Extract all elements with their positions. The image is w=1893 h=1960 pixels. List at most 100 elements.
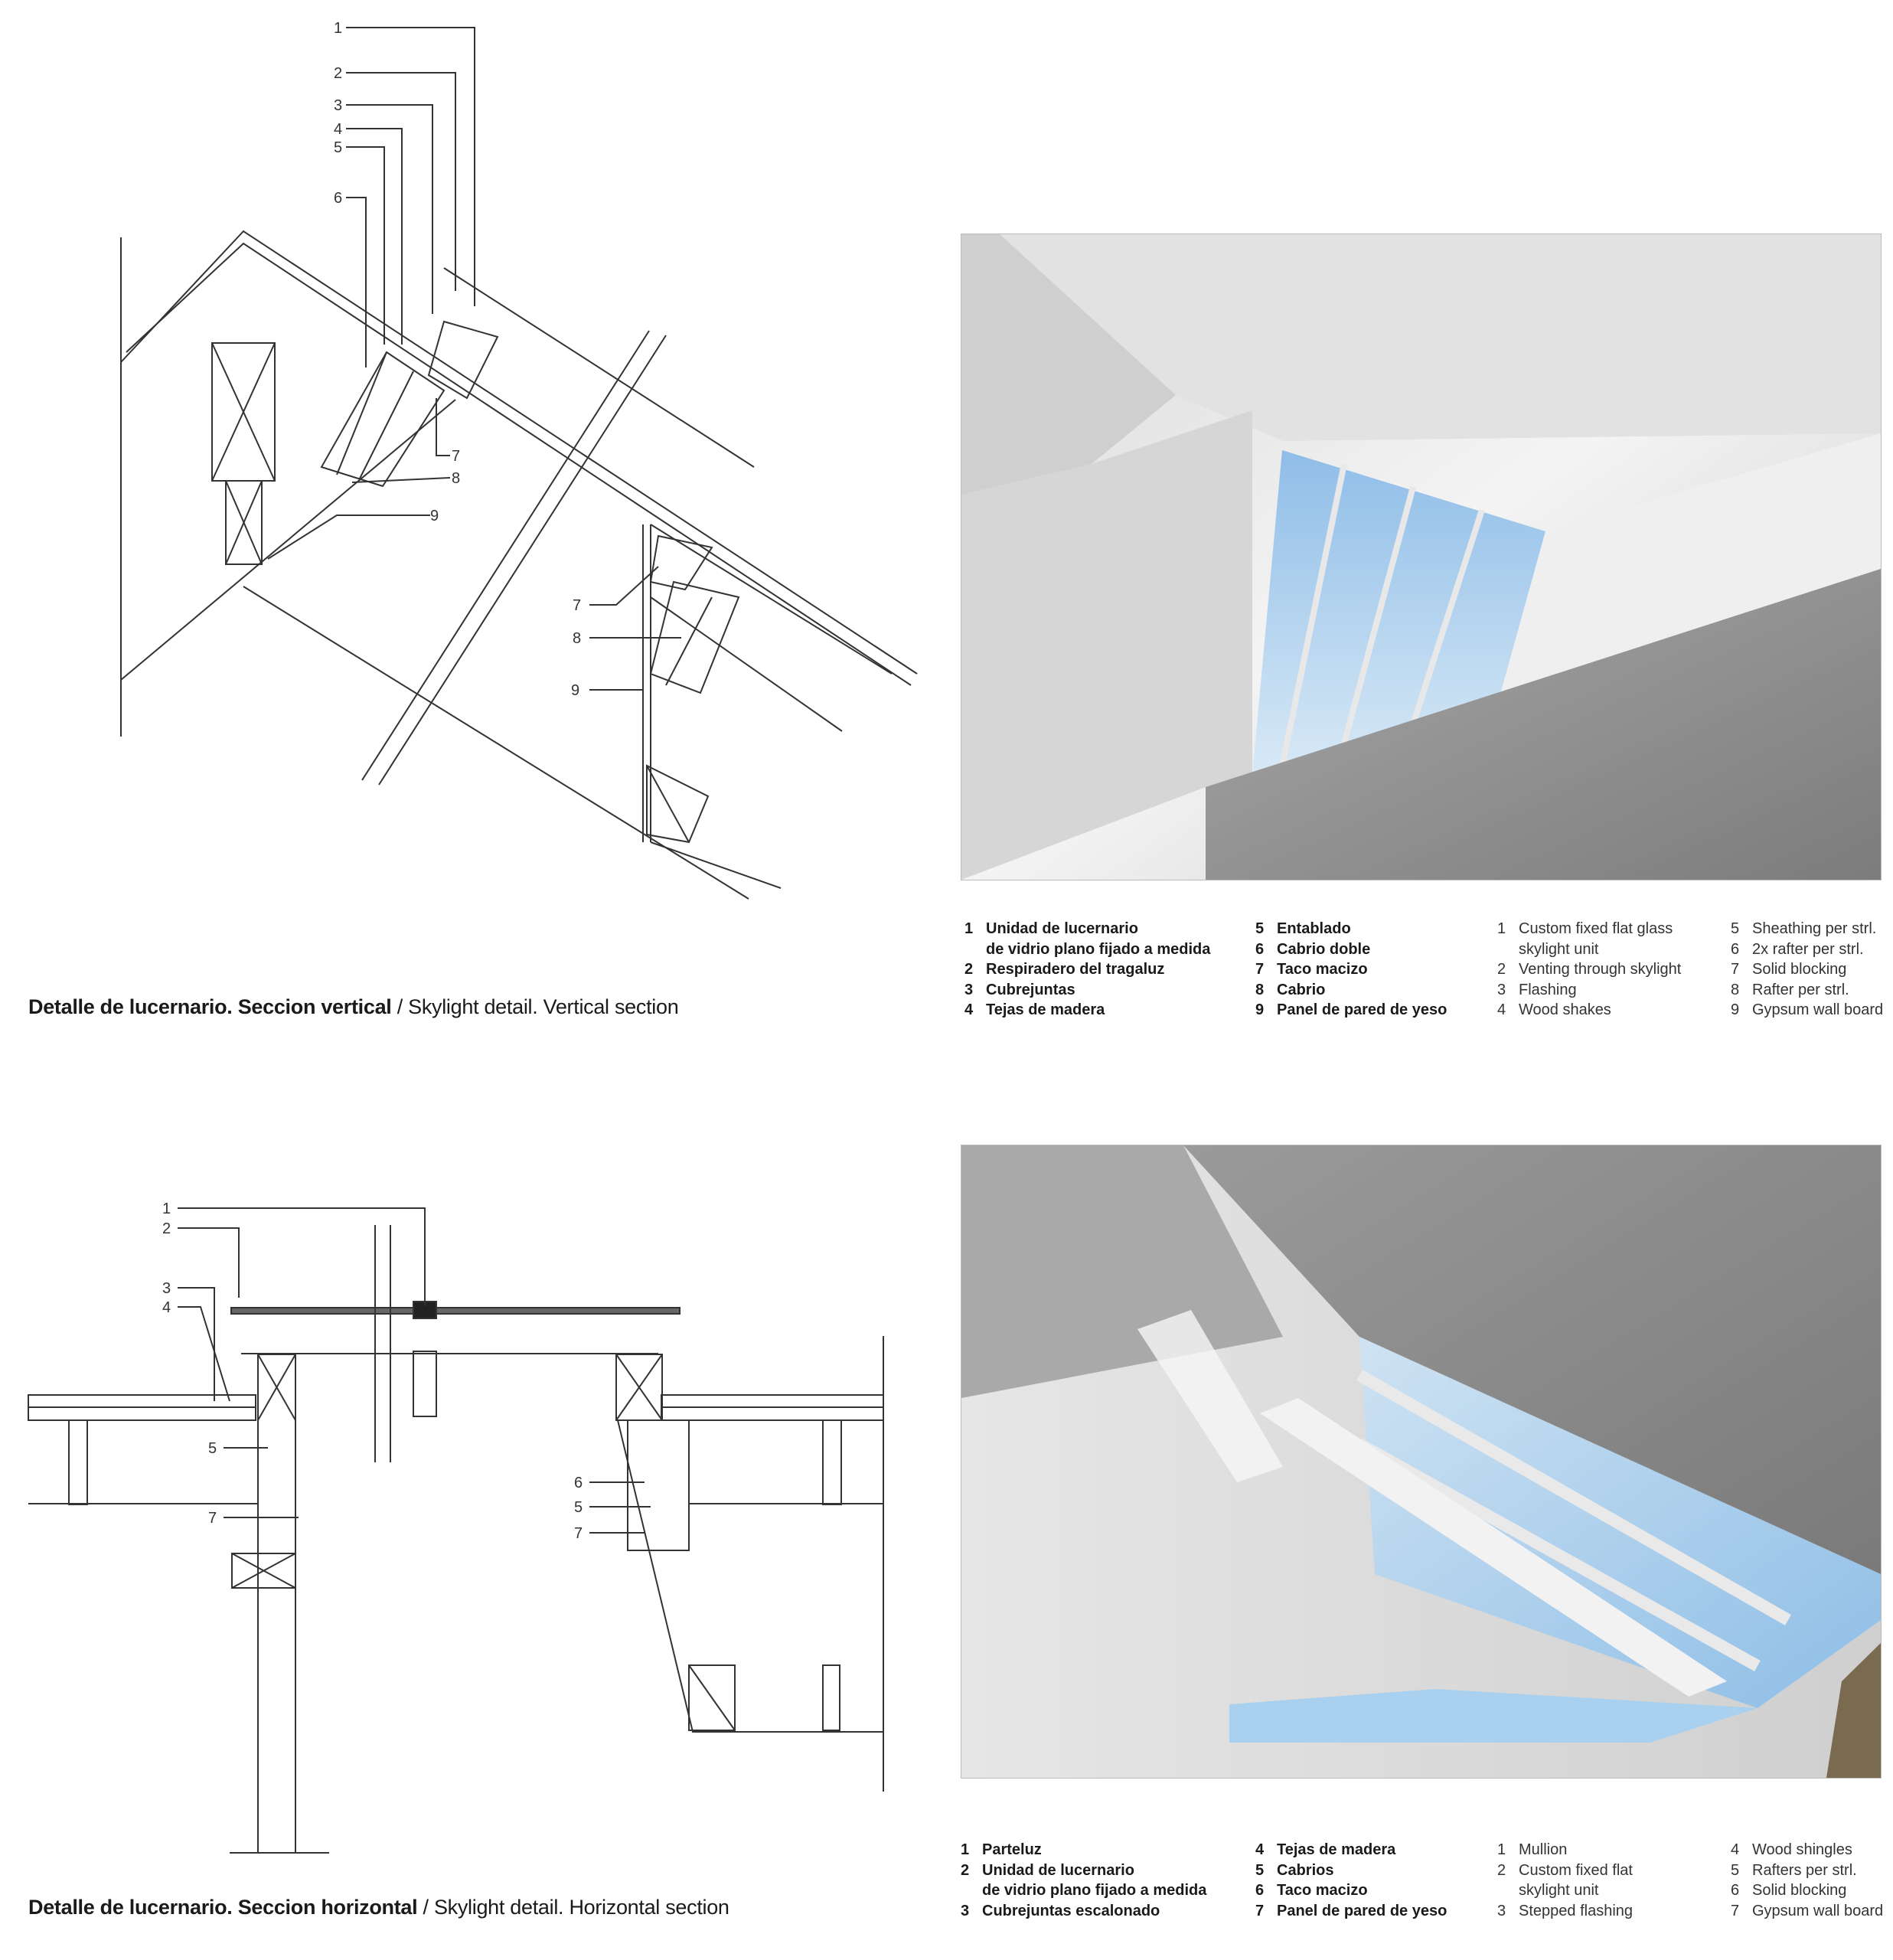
legend-num: 6 [1731,940,1740,958]
vertical-section-caption: Detalle de lucernario. Seccion vertical … [28,995,679,1019]
skylight-photo-horizontal [961,1145,1882,1779]
legend-num: 2 [964,961,974,978]
legend-num: 5 [1255,1861,1265,1879]
callout-6-right: 6 [574,1475,583,1491]
legend-num: 7 [1255,961,1265,978]
caption-spanish: Detalle de lucernario. Seccion horizonta… [28,1896,418,1919]
legend-num: 4 [964,1001,974,1019]
legend-text: Wood shingles [1752,1841,1852,1858]
legend-num: 8 [1255,981,1265,998]
callout-8-right: 8 [573,630,581,647]
legend-num: 4 [1731,1841,1740,1858]
legend-en-col-1: 1 Custom fixed flat glass skylight unit 2… [1497,919,1681,1021]
legend-num: 4 [1255,1841,1265,1858]
legend-num: 5 [1731,1861,1740,1879]
legend-text: Gypsum wall board [1752,1001,1884,1019]
legend-text: Cabrios [1277,1861,1334,1879]
legend-num: 8 [1731,981,1740,998]
legend-text: Flashing [1519,981,1577,998]
legend-text: Wood shakes [1519,1001,1611,1019]
callout-4: 4 [162,1299,171,1316]
legend-text: de vidrio plano fijado a medida [986,940,1211,958]
callout-7-right: 7 [573,597,581,614]
legend-text: Cabrio [1277,981,1326,998]
legend-text: skylight unit [1519,940,1599,958]
legend-text: Parteluz [982,1841,1042,1858]
caption-spanish: Detalle de lucernario. Seccion vertical [28,995,392,1018]
callout-5-right: 5 [574,1499,583,1516]
legend-text: Rafters per strl. [1752,1861,1857,1879]
vertical-section-legend: 1 Unidad de lucernario de vidrio plano fi… [964,919,1891,1026]
legend-num [1497,1880,1519,1901]
legend-num: 3 [1497,981,1506,998]
legend-text: Panel de pared de yeso [1277,1902,1447,1919]
legend-es-col-1: 1 Parteluz 2 Unidad de lucernario de vidri… [961,1840,1206,1921]
legend-num: 1 [1497,1841,1506,1858]
legend-text: Custom fixed flat [1519,1861,1633,1879]
legend-text: Sheathing per strl. [1752,920,1877,937]
legend-text: Panel de pared de yeso [1277,1001,1447,1019]
legend-num: 2 [961,1861,970,1879]
legend-num: 2 [1497,961,1506,978]
legend-num: 1 [961,1841,970,1858]
legend-es-col-2: 4 Tejas de madera 5 Cabrios 6 Taco macizo 7… [1255,1840,1447,1921]
legend-text: Solid blocking [1752,1882,1847,1900]
callout-9-right: 9 [571,682,579,699]
legend-text: Respiradero del tragaluz [986,961,1165,978]
legend-num: 3 [964,981,974,998]
legend-num: 9 [1255,1001,1265,1019]
legend-text: Tejas de madera [986,1001,1105,1019]
callout-5: 5 [334,139,342,156]
legend-text: Rafter per strl. [1752,981,1849,998]
caption-english: Skylight detail. Vertical section [408,995,679,1018]
legend-num: 5 [1255,920,1265,937]
legend-text: Cubrejuntas escalonado [982,1902,1160,1919]
callout-7: 7 [208,1510,217,1527]
legend-text: Solid blocking [1752,961,1847,978]
callout-9: 9 [430,508,439,524]
callout-6: 6 [334,190,342,207]
legend-num: 7 [1255,1902,1265,1919]
legend-text: Gypsum wall board [1752,1902,1884,1919]
caption-separator: / [391,995,409,1018]
legend-text: Taco macizo [1277,1882,1368,1900]
legend-num [964,939,986,960]
legend-text: Taco macizo [1277,961,1368,978]
vertical-section-drawing: 1 2 3 4 5 6 7 8 9 7 8 9 [120,20,918,900]
callout-2: 2 [334,65,342,82]
callout-2: 2 [162,1220,171,1237]
legend-text: Venting through skylight [1519,961,1682,978]
skylight-photo-vertical [961,234,1882,880]
legend-num: 3 [1497,1902,1506,1919]
legend-text: Stepped flashing [1519,1902,1634,1919]
legend-num: 2 [1497,1861,1506,1879]
legend-num: 7 [1731,1902,1740,1919]
legend-text: Cabrio doble [1277,940,1371,958]
legend-num: 4 [1497,1001,1506,1019]
legend-text: Custom fixed flat glass [1519,920,1673,937]
legend-num: 5 [1731,920,1740,937]
horizontal-section-legend: 1 Parteluz 2 Unidad de lucernario de vidri… [961,1840,1891,1926]
horizontal-section-drawing: 1 2 3 4 5 7 6 5 7 [28,1200,884,1854]
callout-8: 8 [452,470,460,487]
legend-text: Entablado [1277,920,1351,937]
legend-num: 1 [1497,920,1506,937]
caption-separator: / [417,1896,434,1919]
legend-num: 6 [1255,1882,1265,1900]
caption-english: Skylight detail. Horizontal section [433,1896,729,1919]
legend-text: Unidad de lucernario [986,920,1138,937]
legend-num [1497,939,1519,960]
callout-1: 1 [162,1200,171,1217]
legend-text: Tejas de madera [1277,1841,1396,1858]
legend-text: de vidrio plano fijado a medida [982,1882,1207,1900]
legend-num: 6 [1255,940,1265,958]
callout-3: 3 [162,1280,171,1297]
legend-text: Unidad de lucernario [982,1861,1134,1879]
legend-num: 7 [1731,961,1740,978]
